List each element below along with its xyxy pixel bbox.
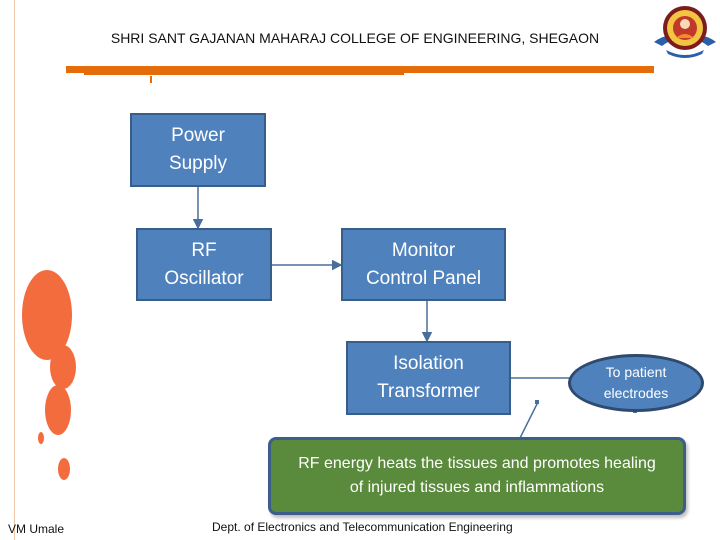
rf-oscillator-block: RF Oscillator [136,228,272,301]
power-supply-block: Power Supply [130,113,266,187]
rf-energy-note-text: RF energy heats the tissues and promotes… [298,455,656,496]
header-accent-bar [66,66,654,73]
decor-circle-medium [50,345,76,389]
left-margin-rule [14,0,15,540]
rf-energy-note: RF energy heats the tissues and promotes… [268,437,686,515]
decor-circle-small [45,385,71,435]
rf-oscillator-label: RF Oscillator [164,239,244,289]
accent-tick [150,76,152,83]
patient-electrodes-ellipse: To patient electrodes [568,354,704,412]
decor-circle-tiny [58,458,70,480]
isolation-transformer-block: Isolation Transformer [346,341,511,415]
monitor-control-panel-label: Monitor Control Panel [365,239,482,289]
isolation-transformer-label: Isolation Transformer [377,353,480,402]
college-logo [652,2,718,62]
footer-department: Dept. of Electronics and Telecommunicati… [212,520,513,534]
monitor-control-panel-block: Monitor Control Panel [341,228,506,301]
header-accent-underline [84,73,404,75]
power-supply-label: Power Supply [168,125,228,174]
decor-circle-dot [38,432,44,444]
college-title: SHRI SANT GAJANAN MAHARAJ COLLEGE OF ENG… [110,30,600,46]
patient-electrodes-label: To patient electrodes [603,364,669,401]
footer-author: VM Umale [8,522,65,536]
